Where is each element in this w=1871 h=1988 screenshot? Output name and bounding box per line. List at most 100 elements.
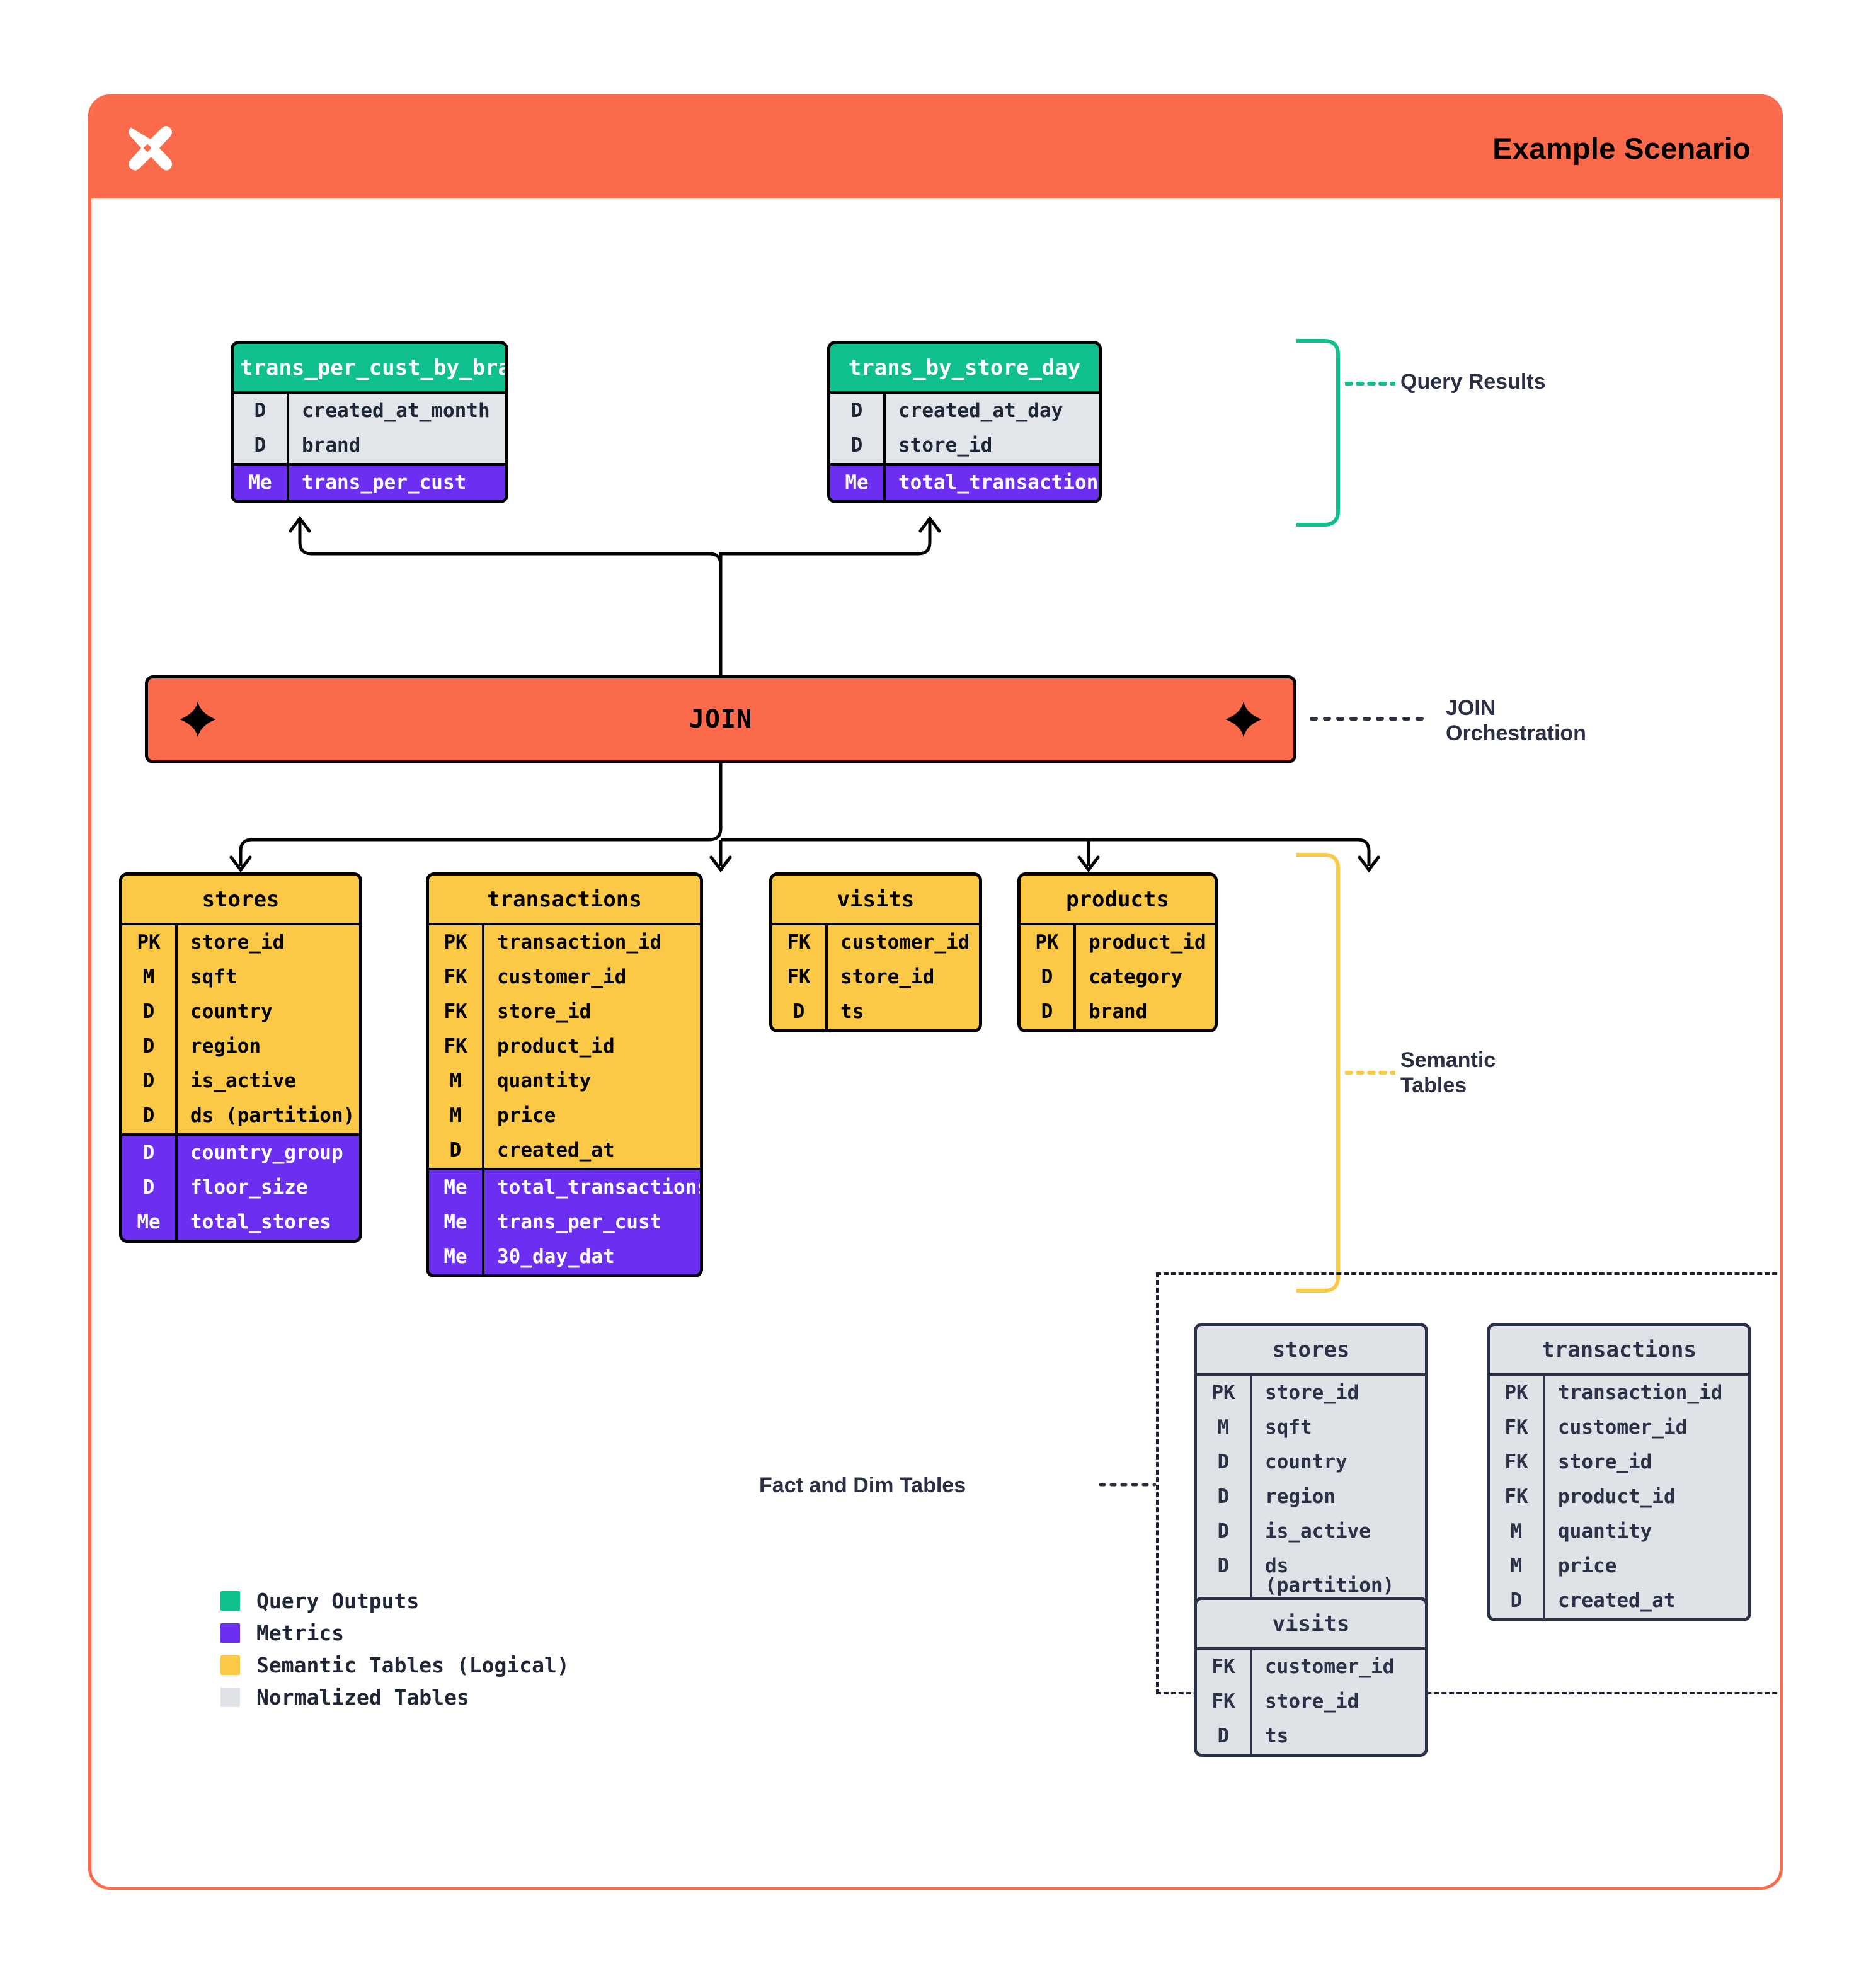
row-field: store_id xyxy=(1265,1690,1359,1713)
join-leader-dots xyxy=(1310,717,1430,721)
join-annotation-line1: JOIN xyxy=(1446,696,1496,720)
row-key: FK xyxy=(429,995,484,1029)
row-field: region xyxy=(190,1035,261,1058)
row-field: store_id xyxy=(898,434,993,457)
row-field: category xyxy=(1089,966,1183,988)
row-field: transaction_id xyxy=(497,931,662,954)
row-key: PK xyxy=(429,925,484,960)
row-key: D xyxy=(830,428,886,463)
row-key: D xyxy=(1197,1719,1252,1754)
legend-swatch-query-outputs xyxy=(220,1591,240,1611)
diagram-card: Example Scenario xyxy=(88,94,1783,1890)
join-orchestration-bar[interactable]: JOIN xyxy=(145,675,1296,763)
row-field: country xyxy=(190,1000,273,1023)
semantic-annotation-line1: Semantic xyxy=(1400,1048,1496,1072)
sparkle-icon xyxy=(180,701,216,738)
semantic-tables-leader-dots xyxy=(1345,1071,1395,1075)
query-result-table-trans-by-store-day[interactable]: trans_by_store_day D created_at_day D st… xyxy=(827,341,1102,503)
table-title: transactions xyxy=(429,876,700,923)
table-title: visits xyxy=(772,876,979,923)
table-row: Me trans_per_cust xyxy=(234,466,505,500)
legend-item: Metrics xyxy=(220,1623,569,1643)
query-result-table-trans-per-cust-by-brand-month[interactable]: trans_per_cust_by_brand_month D created_… xyxy=(231,341,508,503)
row-field: sqft xyxy=(190,966,237,988)
table-row: D created_at_month xyxy=(234,394,505,428)
row-field: country_group xyxy=(190,1141,343,1164)
table-row: PK transaction_id xyxy=(429,925,700,960)
row-key: D xyxy=(1197,1514,1252,1549)
table-title: stores xyxy=(1197,1326,1425,1373)
row-key: D xyxy=(122,1064,178,1099)
join-label: JOIN xyxy=(689,705,753,734)
row-key: D xyxy=(772,995,828,1029)
table-title: trans_by_store_day xyxy=(830,344,1099,391)
row-field: transaction_id xyxy=(1558,1381,1723,1404)
row-key: FK xyxy=(429,1029,484,1064)
table-row: D store_id xyxy=(830,428,1099,463)
row-key: Me xyxy=(429,1205,484,1240)
x-star-logo-icon xyxy=(129,126,173,171)
table-row: D brand xyxy=(234,428,505,463)
row-key: D xyxy=(429,1133,484,1168)
row-field: floor_size xyxy=(190,1176,308,1199)
row-key: FK xyxy=(1197,1650,1252,1684)
row-field: is_active xyxy=(190,1070,296,1092)
legend-swatch-semantic-tables xyxy=(220,1655,240,1675)
table-title: visits xyxy=(1197,1600,1425,1647)
row-key: D xyxy=(1021,960,1076,995)
row-key: Me xyxy=(429,1170,484,1205)
legend-label: Normalized Tables xyxy=(256,1685,469,1710)
row-field: store_id xyxy=(1265,1381,1359,1404)
row-field: is_active xyxy=(1265,1520,1371,1543)
row-field: store_id xyxy=(497,1000,592,1023)
row-field: store_id xyxy=(190,931,285,954)
row-field: created_at_day xyxy=(898,399,1063,422)
row-field: trans_per_cust xyxy=(497,1211,662,1233)
row-field: created_at_month xyxy=(302,399,490,422)
row-field: total_transactions xyxy=(497,1176,703,1199)
row-key: D xyxy=(1197,1445,1252,1480)
table-row: FK store_id xyxy=(1197,1684,1425,1719)
row-key: PK xyxy=(1021,925,1076,960)
table-title: products xyxy=(1021,876,1215,923)
row-key: PK xyxy=(122,925,178,960)
semantic-annotation-line2: Tables xyxy=(1400,1073,1467,1098)
row-key: M xyxy=(1490,1549,1545,1584)
row-key: Me xyxy=(122,1205,178,1240)
row-field: customer_id xyxy=(1558,1416,1688,1439)
row-key: FK xyxy=(1197,1684,1252,1719)
table-row: Me trans_per_cust xyxy=(429,1205,700,1240)
card-header: Example Scenario xyxy=(91,98,1780,198)
page-title: Example Scenario xyxy=(1492,131,1751,165)
row-field: total_stores xyxy=(190,1211,331,1233)
fact-and-dim-annotation: Fact and Dim Tables xyxy=(759,1473,966,1497)
row-field: price xyxy=(1558,1555,1617,1577)
row-key: M xyxy=(429,1099,484,1133)
diagram-stage: trans_per_cust_by_brand_month D created_… xyxy=(91,198,1780,1887)
